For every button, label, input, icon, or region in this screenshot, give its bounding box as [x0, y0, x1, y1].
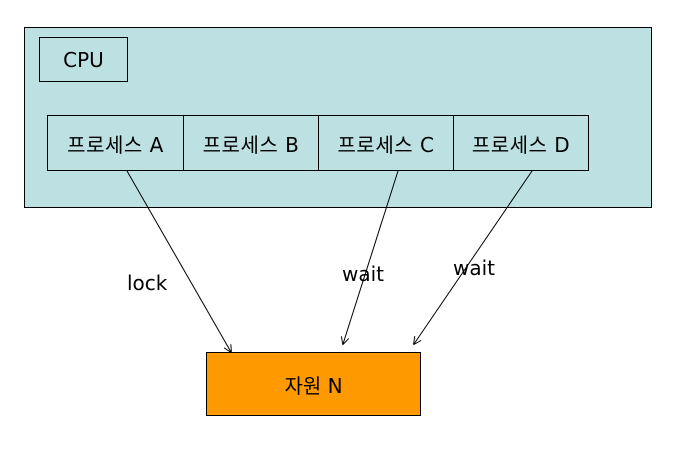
cpu-label-text: CPU	[63, 47, 104, 72]
lock-label: lock	[127, 271, 168, 295]
process-a-label: 프로세스 A	[67, 132, 164, 157]
resource-n-box: 자원 N	[206, 352, 421, 416]
wait-label-c: wait	[342, 262, 385, 286]
process-c-label: 프로세스 C	[337, 132, 435, 157]
process-c-box: 프로세스 C	[318, 115, 454, 171]
cpu-container	[24, 27, 652, 208]
process-b-label: 프로세스 B	[202, 132, 300, 157]
cpu-label: CPU	[39, 37, 128, 82]
process-d-label: 프로세스 D	[471, 132, 571, 157]
lock-arrow	[126, 170, 231, 352]
resource-n-label: 자원 N	[284, 373, 343, 398]
wait-label-d: wait	[453, 256, 496, 280]
process-d-box: 프로세스 D	[453, 115, 589, 171]
wait-arrow-c	[343, 170, 399, 344]
process-a-box: 프로세스 A	[47, 115, 184, 171]
wait-arrow-d	[414, 170, 533, 344]
